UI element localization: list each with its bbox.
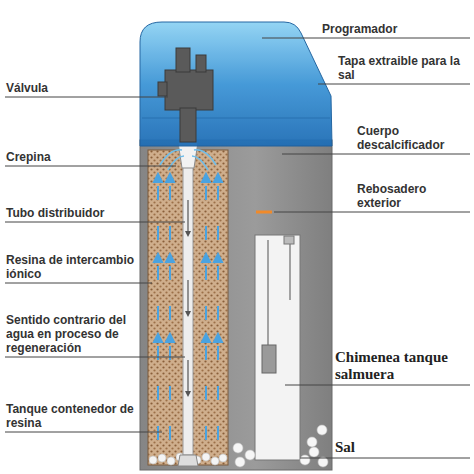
- blue-cap: [140, 22, 332, 146]
- part-label: Cuerpo descalcificador: [357, 124, 469, 152]
- float: [262, 345, 276, 373]
- part-label: Válvula: [6, 81, 48, 95]
- valve: [158, 48, 213, 142]
- part-label: Rebosadero exterior: [357, 182, 469, 210]
- part-label: Tapa extraible para la sal: [338, 54, 468, 82]
- part-label: Programador: [322, 22, 397, 36]
- part-label: Crepina: [6, 150, 51, 164]
- tube-arrowheads: [185, 231, 191, 397]
- part-label: Chimenea tanque salmuera: [335, 349, 470, 383]
- cap-seam: [142, 118, 330, 119]
- brine-chimney: [255, 235, 300, 460]
- crepina-flow: [160, 150, 216, 170]
- chimney-fitting: [284, 236, 294, 244]
- leader-lines: [5, 38, 470, 458]
- overflow-marker: [256, 211, 272, 214]
- salt: [233, 425, 328, 467]
- part-label: Tanque contenedor de resina: [6, 402, 136, 430]
- lower-strainer: [178, 455, 198, 466]
- part-label: Tubo distribuidor: [6, 206, 104, 220]
- part-label: Sal: [335, 439, 355, 456]
- part-label: Sentido contrario del agua en proceso de…: [6, 313, 141, 355]
- distributor-tube: [183, 145, 193, 455]
- chimney-rods: [268, 238, 290, 345]
- tube-flow: [187, 200, 188, 395]
- softener-body: [140, 140, 332, 470]
- part-label: Resina de intercambio iónico: [6, 253, 136, 281]
- gravel: [149, 453, 227, 465]
